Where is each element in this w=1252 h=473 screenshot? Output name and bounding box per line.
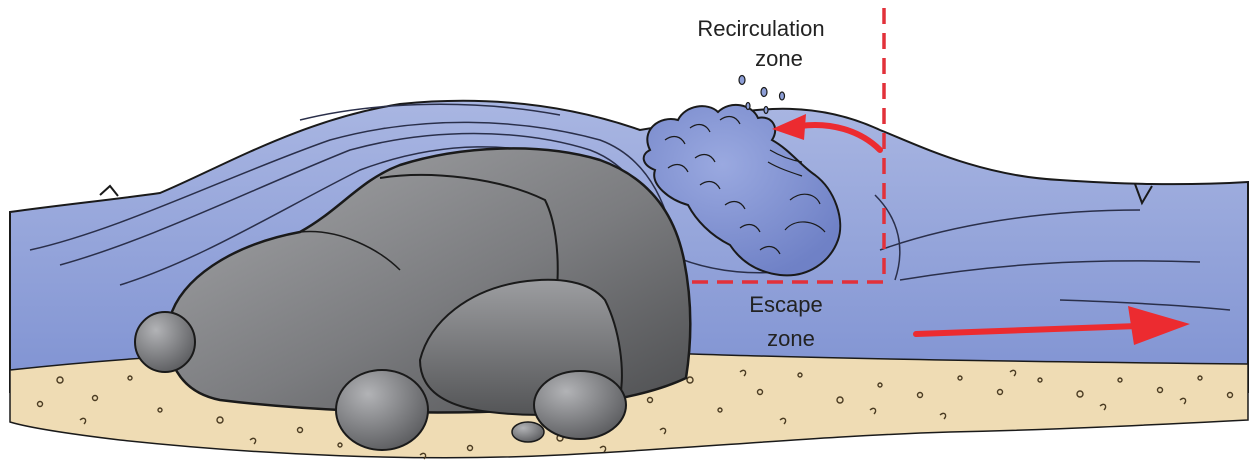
left-stone xyxy=(135,312,195,372)
bottom-stone-large xyxy=(336,370,428,450)
escape-zone-label-line2: zone xyxy=(767,326,815,351)
bottom-stone-right xyxy=(534,371,626,439)
recirculation-zone-label-line1: Recirculation xyxy=(697,16,824,41)
escape-zone-label-line1: Escape xyxy=(749,292,822,317)
recirculation-zone-label-line2: zone xyxy=(755,46,803,71)
surface-notch-left xyxy=(100,186,118,196)
bottom-pebble xyxy=(512,422,544,442)
spray-droplets xyxy=(739,76,785,114)
